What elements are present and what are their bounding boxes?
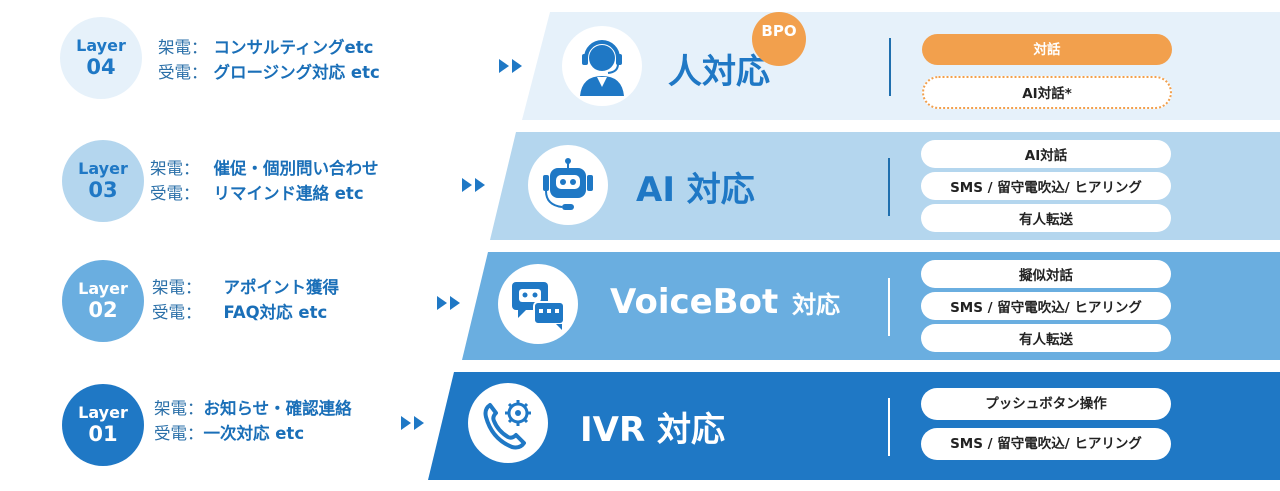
divider: [888, 158, 890, 216]
band-04: 人対応 BPO 対話 AI対話*: [522, 12, 1280, 120]
layer-row-02: Layer 02 架電： アポイント獲得 受電： FAQ対応 etc: [0, 248, 1280, 360]
bpo-badge: BPO: [752, 12, 806, 66]
tag-pill: プッシュボタン操作: [921, 388, 1171, 420]
inbound-value: リマインド連絡 etc: [213, 184, 364, 203]
double-arrow-icon: [462, 178, 485, 192]
inbound-key: 受電：: [150, 184, 200, 203]
headset-operator-icon: [562, 26, 642, 106]
layer-description-04: 架電： コンサルティングetc 受電： グロージング対応 etc: [158, 35, 380, 85]
layer-label: Layer: [78, 402, 128, 422]
outbound-value: コンサルティングetc: [213, 38, 374, 57]
tag-pill: AI対話*: [922, 76, 1172, 109]
inbound-key: 受電：: [154, 424, 204, 443]
band-01: IVR 対応 プッシュボタン操作 SMS / 留守電吹込/ ヒアリング: [428, 372, 1280, 480]
outbound-key: 架電：: [152, 278, 202, 297]
outbound-key: 架電：: [150, 159, 200, 178]
layer-badge-01: Layer 01: [62, 384, 144, 466]
layer-number: 03: [88, 178, 118, 203]
layer-number: 02: [88, 298, 118, 323]
tag-pill: SMS / 留守電吹込/ ヒアリング: [921, 292, 1171, 320]
layer-number: 04: [86, 55, 116, 80]
layer-badge-04: Layer 04: [60, 17, 142, 99]
double-arrow-icon: [437, 296, 460, 310]
layer-number: 01: [88, 422, 118, 447]
layer-label: Layer: [78, 278, 128, 298]
outbound-key: 架電：: [154, 399, 204, 418]
layer-label: Layer: [76, 35, 126, 55]
tag-pill: 対話: [922, 34, 1172, 65]
inbound-key: 受電：: [158, 63, 208, 82]
layer-badge-02: Layer 02: [62, 260, 144, 342]
band-title: 人対応: [668, 52, 770, 92]
inbound-value: 一次対応 etc: [203, 424, 305, 443]
tag-pill: SMS / 留守電吹込/ ヒアリング: [921, 172, 1171, 200]
divider: [889, 38, 891, 96]
double-arrow-icon: [401, 416, 424, 430]
layer-label: Layer: [78, 158, 128, 178]
chat-bot-icon: [498, 264, 578, 344]
outbound-key: 架電：: [158, 38, 208, 57]
band-03: AI 対応 AI対話 SMS / 留守電吹込/ ヒアリング 有人転送: [490, 132, 1280, 240]
tag-pill: 擬似対話: [921, 260, 1171, 288]
tag-pill: SMS / 留守電吹込/ ヒアリング: [921, 428, 1171, 460]
tag-pill: AI対話: [921, 140, 1171, 168]
layer-description-03: 架電： 催促・個別問い合わせ 受電： リマインド連絡 etc: [150, 156, 379, 206]
layer-description-02: 架電： アポイント獲得 受電： FAQ対応 etc: [152, 275, 339, 325]
double-arrow-icon: [499, 59, 522, 73]
divider: [888, 278, 890, 336]
inbound-key: 受電：: [152, 303, 202, 322]
tag-pill: 有人転送: [921, 324, 1171, 352]
band-title: AI 対応: [636, 170, 755, 210]
layer-row-04: Layer 04 架電： コンサルティングetc 受電： グロージング対応 etc: [0, 8, 1280, 120]
inbound-value: FAQ対応 etc: [223, 303, 328, 322]
layer-badge-03: Layer 03: [62, 140, 144, 222]
band-title-suffix: 対応: [792, 291, 841, 319]
layer-row-01: Layer 01 架電：お知らせ・確認連絡 受電：一次対応 etc: [0, 368, 1280, 480]
band-title: VoiceBot 対応: [610, 282, 840, 322]
band-title: IVR 対応: [580, 410, 725, 450]
divider: [888, 398, 890, 456]
layer-description-01: 架電：お知らせ・確認連絡 受電：一次対応 etc: [154, 396, 352, 446]
tag-pill: 有人転送: [921, 204, 1171, 232]
inbound-value: グロージング対応 etc: [213, 63, 380, 82]
band-02: VoiceBot 対応 擬似対話 SMS / 留守電吹込/ ヒアリング 有人転送: [462, 252, 1280, 360]
phone-gear-icon: [468, 383, 548, 463]
robot-headset-icon: [528, 145, 608, 225]
band-title-main: VoiceBot: [610, 282, 779, 322]
layer-row-03: Layer 03 架電： 催促・個別問い合わせ 受電： リマインド連絡 etc: [0, 128, 1280, 240]
outbound-value: お知らせ・確認連絡: [203, 399, 352, 418]
outbound-value: 催促・個別問い合わせ: [213, 159, 379, 178]
outbound-value: アポイント獲得: [223, 278, 340, 297]
